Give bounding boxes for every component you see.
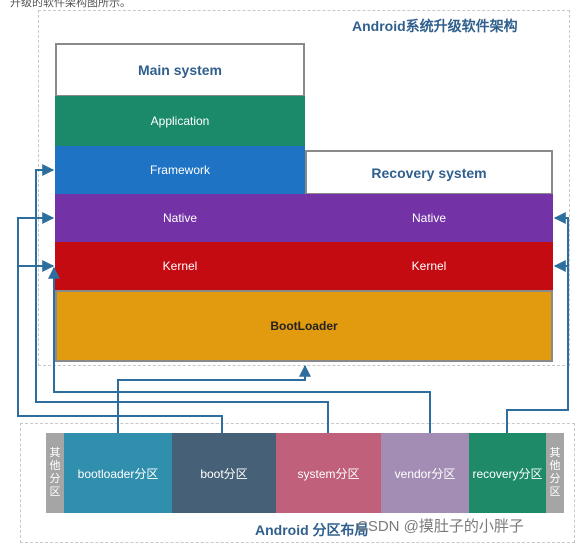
top-caption: 升级的软件架构图所示。 [10, 0, 131, 8]
boot-partition: boot分区 [172, 433, 276, 513]
framework-layer: Framework [55, 146, 305, 194]
application-layer: Application [55, 96, 305, 146]
vendor-to-main-kernel-arrow [48, 266, 431, 433]
vendor-partition: vendor分区 [381, 433, 469, 513]
bootloader-to-bootloader-arrow [117, 364, 311, 433]
partition-title: Android 分区布局 [255, 522, 369, 538]
other-partition-right: 其他分区 [546, 433, 564, 513]
architecture-title: Android系统升级软件架构 [352, 18, 518, 34]
recovery-partition: recovery分区 [469, 433, 546, 513]
recovery-system-title: Recovery system [305, 150, 553, 195]
main-native-layer: Native [55, 194, 305, 242]
system-to-framework-arrow [35, 164, 329, 433]
system-partition: system分区 [276, 433, 381, 513]
watermark: CSDN @摸肚子的小胖子 [357, 518, 524, 535]
recovery-kernel-layer: Kernel [305, 242, 553, 290]
bootloader-partition: bootloader分区 [64, 433, 172, 513]
partition-frame [20, 423, 575, 543]
recovery-to-native-arrow [553, 212, 569, 266]
recovery-native-layer: Native [305, 194, 553, 242]
main-system-title: Main system [55, 43, 305, 97]
recovery-to-kernel-arrow [506, 260, 569, 433]
other-partition-left: 其他分区 [46, 433, 64, 513]
boot-to-main-native-arrow [17, 212, 55, 266]
boot-to-main-kernel-arrow [17, 260, 223, 433]
bootloader-layer: BootLoader [55, 290, 553, 362]
main-kernel-layer: Kernel [55, 242, 305, 290]
